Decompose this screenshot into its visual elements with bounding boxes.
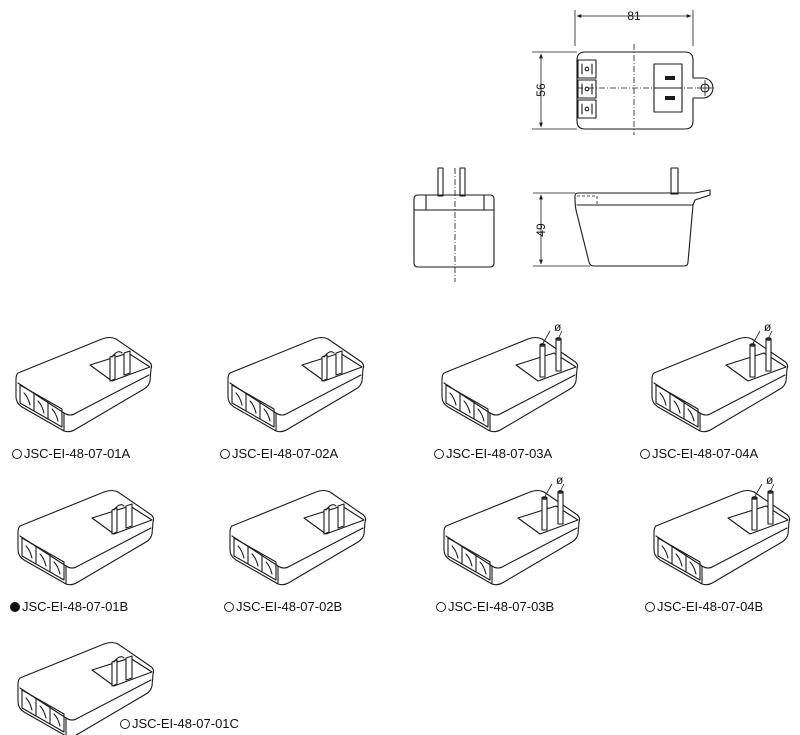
radio-marker-icon[interactable] xyxy=(220,449,230,459)
model-label: JSC-EI-48-07-04B xyxy=(657,599,764,614)
adapter-isometric-view xyxy=(15,336,153,433)
adapter-isometric-view: ø xyxy=(441,320,579,433)
radio-marker-icon[interactable] xyxy=(224,602,234,612)
model-label: JSC-EI-48-07-01A xyxy=(24,446,131,461)
model-label: JSC-EI-48-07-01B xyxy=(22,599,129,614)
model-label: JSC-EI-48-07-03A xyxy=(446,446,553,461)
adapter-isometric-view xyxy=(17,641,155,735)
dim-width-label: 81 xyxy=(627,9,641,23)
radio-marker-icon[interactable] xyxy=(645,602,655,612)
side-view: 49 xyxy=(533,167,711,267)
model-label: JSC-EI-48-07-02B xyxy=(236,599,343,614)
top-view: 81 56 xyxy=(532,9,714,135)
model-option[interactable]: JSC-EI-48-07-03A xyxy=(434,446,552,462)
model-label: JSC-EI-48-07-01C xyxy=(132,716,239,731)
adapter-isometric-view xyxy=(229,489,367,586)
radio-marker-icon[interactable] xyxy=(12,449,22,459)
model-label: JSC-EI-48-07-03B xyxy=(448,599,555,614)
adapter-isometric-view: ø xyxy=(651,320,789,433)
model-option[interactable]: JSC-EI-48-07-01C xyxy=(120,716,239,732)
dim-height-label: 56 xyxy=(534,83,548,97)
radio-marker-icon[interactable] xyxy=(10,602,20,612)
pin-diameter-symbol: ø xyxy=(766,473,774,487)
radio-marker-icon[interactable] xyxy=(120,719,130,729)
model-option[interactable]: JSC-EI-48-07-02A xyxy=(220,446,338,462)
pin-diameter-symbol: ø xyxy=(556,473,564,487)
adapter-isometric-view: ø xyxy=(653,473,791,586)
model-option[interactable]: JSC-EI-48-07-01A xyxy=(12,446,130,462)
radio-marker-icon[interactable] xyxy=(434,449,444,459)
model-option[interactable]: JSC-EI-48-07-04A xyxy=(640,446,758,462)
radio-marker-icon[interactable] xyxy=(436,602,446,612)
adapter-isometric-view: ø xyxy=(443,473,581,586)
front-view xyxy=(413,167,495,282)
pin-diameter-symbol: ø xyxy=(764,320,772,334)
radio-marker-icon[interactable] xyxy=(640,449,650,459)
model-option[interactable]: JSC-EI-48-07-03B xyxy=(436,599,554,615)
pin-diameter-symbol: ø xyxy=(554,320,562,334)
model-label: JSC-EI-48-07-04A xyxy=(652,446,759,461)
adapter-isometric-view xyxy=(17,489,155,586)
model-option[interactable]: JSC-EI-48-07-01B xyxy=(10,599,128,615)
model-label: JSC-EI-48-07-02A xyxy=(232,446,339,461)
model-option[interactable]: JSC-EI-48-07-02B xyxy=(224,599,342,615)
dim-depth-label: 49 xyxy=(534,223,548,237)
adapter-isometric-view xyxy=(227,336,365,433)
model-option[interactable]: JSC-EI-48-07-04B xyxy=(645,599,763,615)
